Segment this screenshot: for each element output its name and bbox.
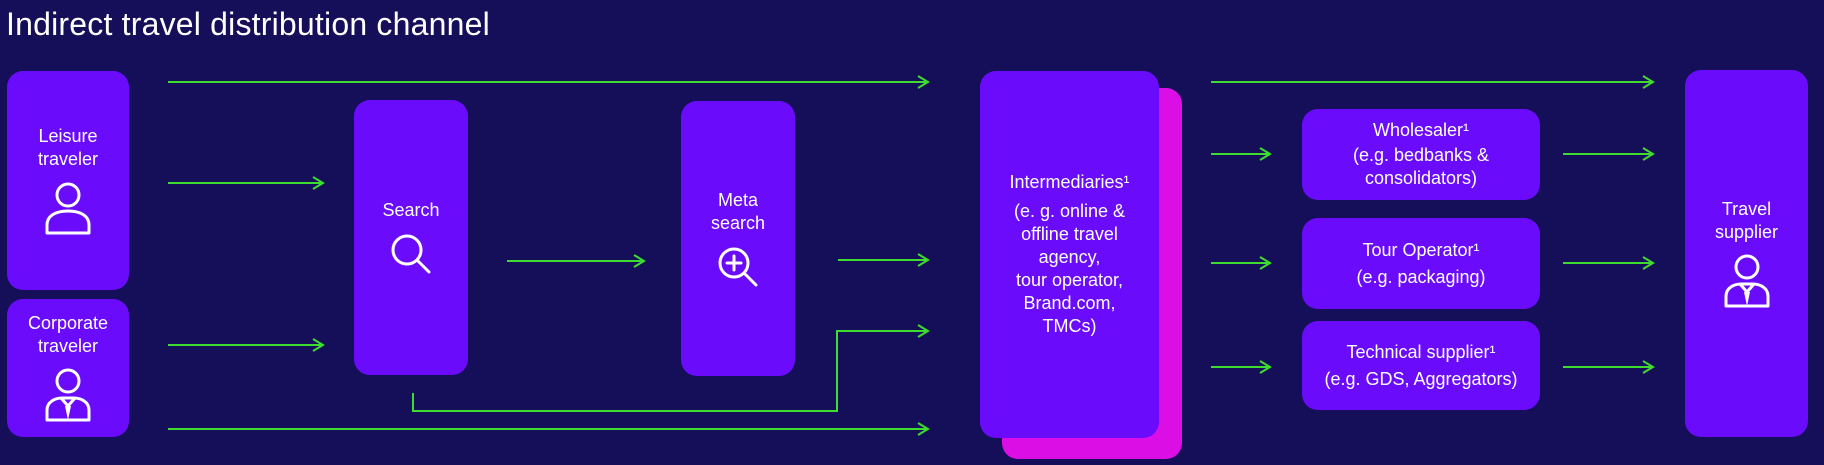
business-person-icon xyxy=(45,368,91,422)
search-icon xyxy=(391,234,431,274)
wholesaler-detail: (e.g. bedbanks & consolidators) xyxy=(1352,145,1490,188)
wholesaler-node: Wholesaler¹ (e.g. bedbanks & consolidato… xyxy=(1302,109,1540,200)
business-person-icon xyxy=(1724,254,1769,307)
person-icon xyxy=(45,182,91,234)
tour-operator-detail: (e.g. packaging) xyxy=(1356,266,1486,287)
meta-search-label: Meta search xyxy=(710,189,766,233)
corporate-traveler-label: Corporate traveler xyxy=(27,313,109,356)
intermediaries-node: Intermediaries¹ (e. g. online & offline … xyxy=(980,71,1159,438)
tour-operator-node: Tour Operator¹ (e.g. packaging) xyxy=(1302,218,1540,309)
search-label: Search xyxy=(382,200,440,220)
travel-supplier-label: Travel supplier xyxy=(1714,198,1779,242)
technical-supplier-label: Technical supplier¹ xyxy=(1346,341,1496,362)
meta-search-node: Meta search xyxy=(681,101,795,376)
search-node: Search xyxy=(354,100,468,375)
corporate-traveler-node: Corporate traveler xyxy=(7,299,129,437)
wholesaler-label: Wholesaler¹ xyxy=(1372,120,1470,140)
page-title: Indirect travel distribution channel xyxy=(6,6,490,42)
technical-supplier-detail: (e.g. GDS, Aggregators) xyxy=(1324,368,1518,389)
leisure-traveler-label: Leisure traveler xyxy=(37,125,99,169)
intermediaries-detail: (e. g. online & offline travel agency, t… xyxy=(1013,201,1126,336)
arrow-search-to-intermediaries xyxy=(412,324,930,412)
tour-operator-label: Tour Operator¹ xyxy=(1362,239,1480,260)
leisure-traveler-node: Leisure traveler xyxy=(7,71,129,290)
technical-supplier-node: Technical supplier¹ (e.g. GDS, Aggregato… xyxy=(1302,321,1540,410)
intermediaries-label: Intermediaries¹ xyxy=(1009,172,1130,192)
travel-supplier-node: Travel supplier xyxy=(1685,70,1808,437)
zoom-in-icon xyxy=(718,247,758,286)
